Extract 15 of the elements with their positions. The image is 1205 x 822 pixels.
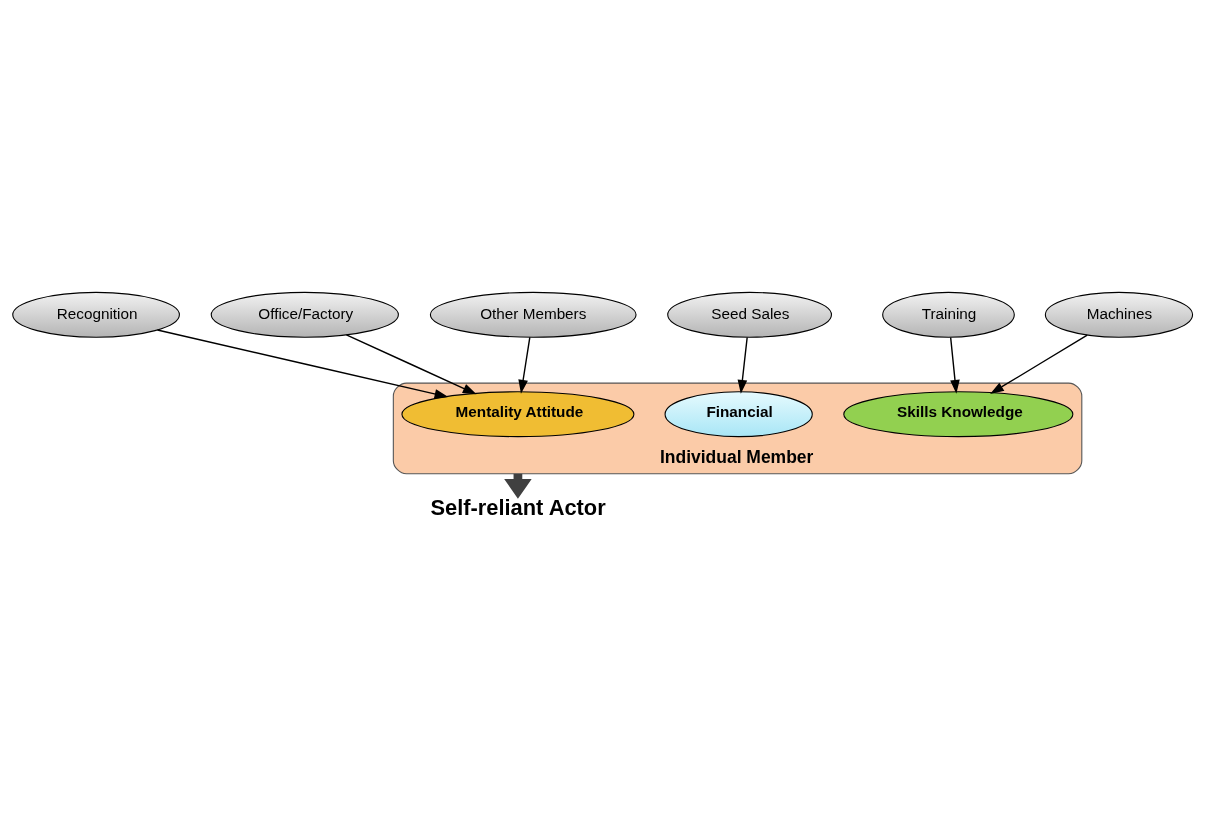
arrow: [990, 333, 1088, 394]
arrow: [518, 336, 531, 394]
arrow: [156, 328, 449, 399]
node-text: Self-reliant Actor: [430, 494, 606, 520]
node-ellipse: Office/Factory: [210, 291, 399, 338]
arrow: [737, 336, 748, 394]
node-ellipse: Other Members: [429, 291, 637, 338]
node-ellipse: Recognition: [12, 291, 180, 338]
node-ellipse: Machines: [1044, 291, 1194, 338]
node-ellipse: Seed Sales: [667, 291, 832, 338]
arrow: [949, 336, 960, 394]
node-ellipse: Skills Knowledge: [843, 390, 1074, 437]
node-ellipse: Financial: [664, 390, 813, 437]
node-ellipse: Training: [882, 291, 1015, 338]
arrow: [345, 333, 477, 394]
